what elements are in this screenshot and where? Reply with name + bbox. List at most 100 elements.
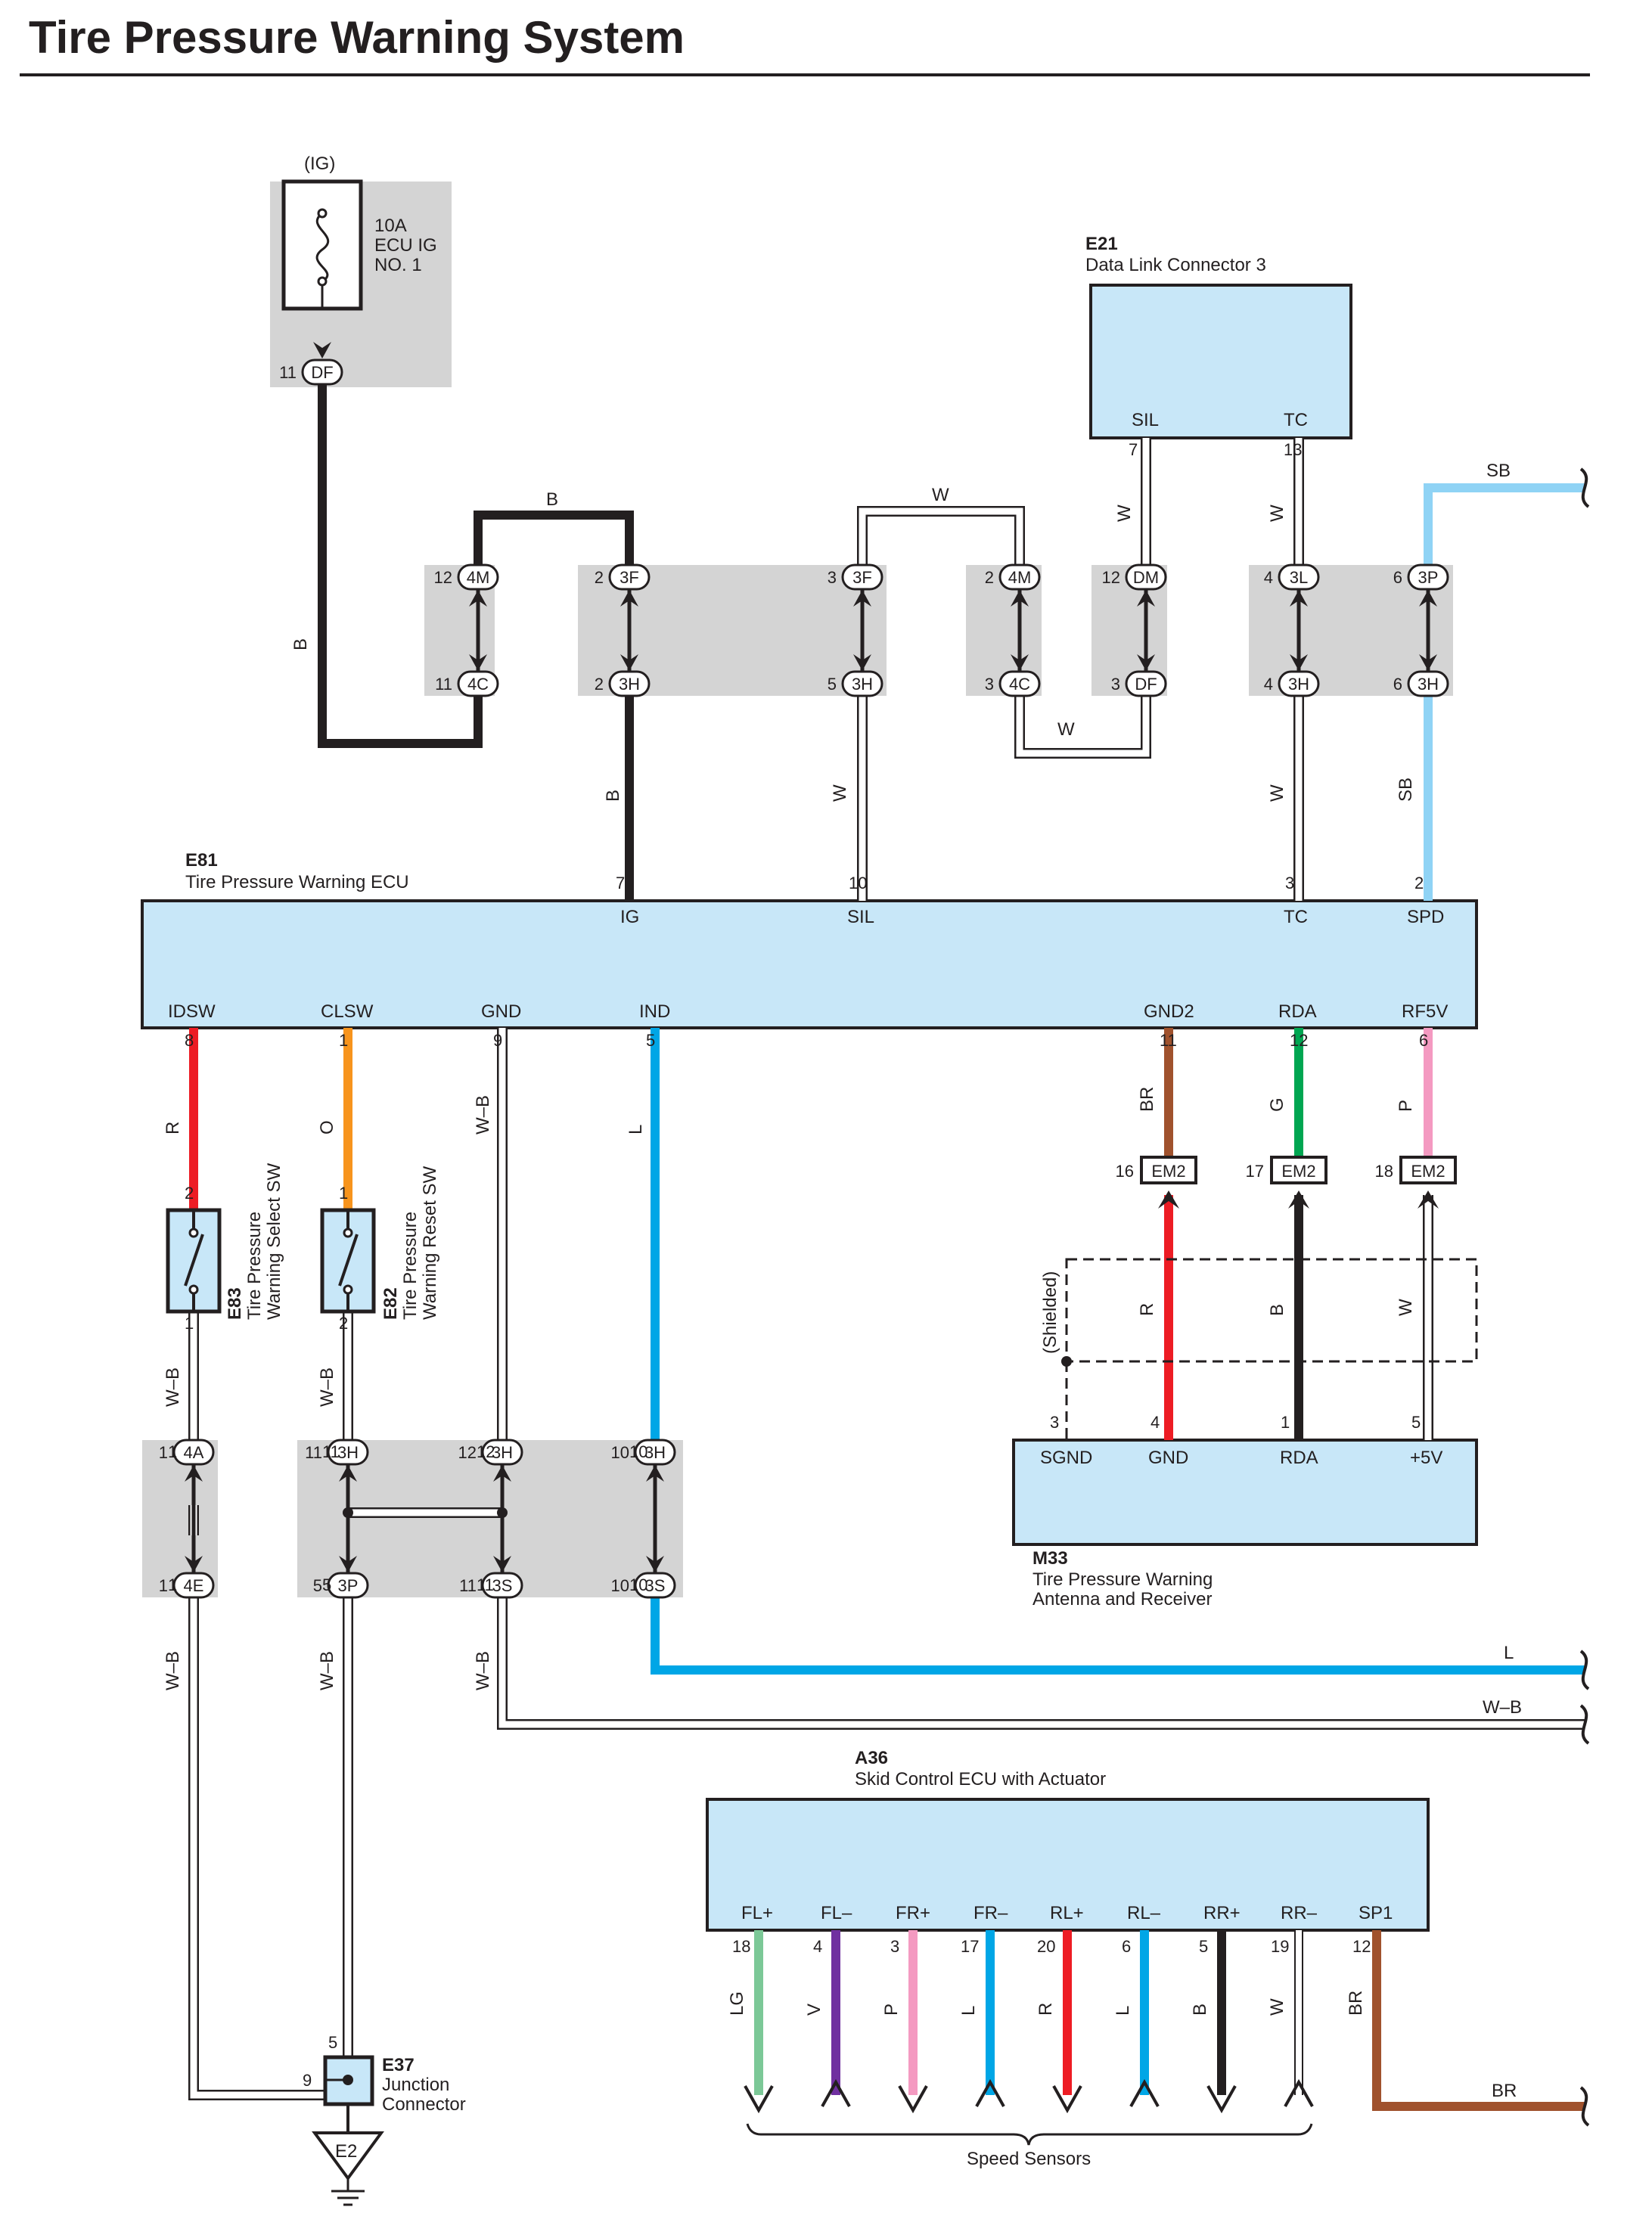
a36-pin-fl-minus: FL–: [821, 1903, 852, 1923]
wire-color-label: P: [881, 2004, 902, 2016]
connector-arrow: [620, 590, 638, 671]
wire-color-label: B: [290, 638, 311, 650]
pin-number: 1: [168, 1442, 177, 1461]
pin-number: 9: [303, 2071, 312, 2090]
pin-number: 5: [322, 1575, 331, 1594]
pin-number: 11: [305, 1443, 322, 1462]
pin-number: 5: [1199, 1937, 1208, 1956]
a36-code: A36: [855, 1748, 888, 1768]
pin-number: 3: [1285, 874, 1294, 892]
pin-number: 17: [1246, 1162, 1264, 1181]
wire-color-label: P: [1396, 1100, 1416, 1112]
pin-number: 5: [1411, 1413, 1421, 1432]
e21-name: Data Link Connector 3: [1085, 255, 1266, 275]
connector-code: 3H: [644, 1443, 666, 1462]
pin-number: 10: [629, 1575, 647, 1594]
wire-color-label: W: [1267, 1998, 1287, 2016]
wire-color-label: W–B: [1483, 1697, 1522, 1718]
wire-color-label: W–B: [317, 1651, 337, 1690]
connector-code: 3L: [1290, 568, 1308, 587]
pin-number: 16: [1116, 1162, 1134, 1181]
connector-code: 4C: [467, 675, 489, 694]
wire-color-label: L: [958, 2006, 979, 2016]
connector-arrow: [853, 590, 871, 671]
wire-color-label: W: [830, 784, 850, 802]
pin-number: 2: [1414, 874, 1424, 892]
pin-number: 18: [1375, 1162, 1393, 1181]
pin-number: 1: [339, 1184, 348, 1203]
e81-pin-gnd: GND: [481, 1001, 521, 1022]
wire-color-label: LG: [727, 1991, 747, 2016]
wire-color-label: W–B: [317, 1367, 337, 1407]
ground-label: E2: [335, 2141, 357, 2162]
pin-number: 11: [322, 1442, 340, 1461]
switch-e82: [320, 1208, 376, 1314]
a36-pin-fl-plus: FL+: [741, 1903, 773, 1923]
m33-pin-gnd: GND: [1148, 1448, 1188, 1468]
wire-color-label: W: [1114, 504, 1135, 522]
connector-code: 3H: [492, 1443, 513, 1462]
pin-number: 6: [1393, 568, 1402, 587]
wire-color-label: W–B: [473, 1651, 493, 1690]
e81-pin-ind: IND: [639, 1001, 670, 1022]
a36-pin-rr-minus: RR–: [1281, 1903, 1318, 1923]
wires: [188, 384, 1585, 2111]
a36-pin-fr-minus: FR–: [974, 1903, 1008, 1923]
wire-color-label: W: [932, 485, 949, 505]
pin-number: 13: [1284, 440, 1302, 459]
connector-arrow: [646, 1465, 664, 1572]
e82-code: E82: [380, 1287, 401, 1320]
pin-number: 10: [611, 1443, 629, 1462]
pin-number: 19: [1271, 1937, 1289, 1956]
wire-color-label: SB: [1396, 778, 1416, 802]
a36-pin-rl-minus: RL–: [1127, 1903, 1161, 1923]
fuse-name-line2: NO. 1: [374, 255, 422, 275]
connector-oval-3f: 3F3: [828, 563, 883, 591]
pin-number: 6: [1393, 675, 1402, 694]
wire-l-ind: [651, 1028, 1585, 1675]
pin-number: 12: [458, 1443, 477, 1462]
pin-number: 10: [611, 1576, 629, 1595]
e83-code: E83: [225, 1287, 245, 1320]
wire-color-label: B: [603, 790, 623, 802]
pin-number: 1: [185, 1314, 194, 1333]
connector-oval-4m: 4M2: [985, 563, 1041, 591]
connector-code: DF: [1135, 675, 1157, 694]
pin-number: 10: [849, 874, 867, 892]
connector-code: 3H: [1418, 675, 1439, 694]
connector-oval-df: DF3: [1111, 670, 1167, 697]
pin-number: 3: [890, 1937, 899, 1956]
a36-pin-sp1: SP1: [1359, 1903, 1393, 1923]
junction-block-3h-3p-3s: [297, 1440, 683, 1597]
connector-code: EM2: [1151, 1162, 1185, 1181]
splice-dot: [497, 1507, 508, 1518]
a36-pin-fr-plus: FR+: [896, 1903, 930, 1923]
pin-number: 5: [313, 1576, 322, 1595]
wire-color-label: L: [626, 1125, 646, 1135]
pin-number: 5: [828, 675, 837, 694]
e81-code: E81: [185, 850, 218, 871]
pin-number: 2: [339, 1314, 348, 1333]
wire-color-label: B: [1190, 2004, 1210, 2016]
pin-number: 12: [477, 1442, 495, 1461]
e82-name-line2: Warning Reset SW: [420, 1166, 440, 1320]
pin-number: 12: [1290, 1031, 1308, 1050]
e81-pin-rf5v: RF5V: [1402, 1001, 1448, 1022]
connector-oval-3h: 3H5: [828, 670, 883, 697]
e81-pin-idsw: IDSW: [168, 1001, 216, 1022]
e81-pin-spd: SPD: [1407, 907, 1444, 927]
pin-number: 11: [279, 363, 297, 382]
m33-pin-5v: +5V: [1410, 1448, 1442, 1468]
connector-code: 3H: [1288, 675, 1309, 694]
pin-number: 7: [1129, 440, 1138, 459]
fuse-icon: [315, 212, 330, 283]
wire-sb: [1424, 483, 1585, 901]
m33-name-line1: Tire Pressure Warning: [1032, 1569, 1213, 1590]
connector-arrow: [1137, 590, 1155, 671]
connector-code: 4M: [467, 568, 490, 587]
e21-pin-sil: SIL: [1132, 410, 1159, 430]
